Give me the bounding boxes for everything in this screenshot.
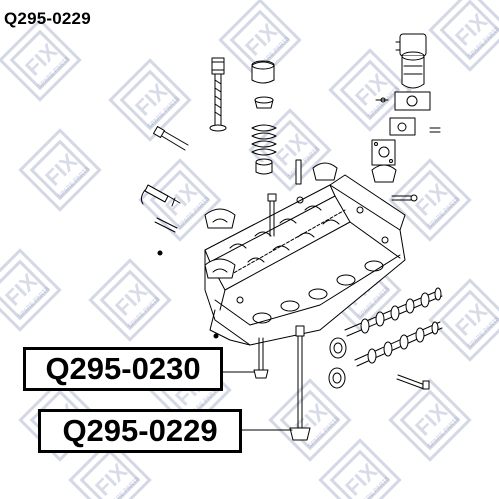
valve-spring-stack bbox=[251, 60, 277, 175]
small-bolt-left bbox=[153, 126, 189, 151]
valve-exhaust bbox=[221, 337, 269, 379]
stud-bolt bbox=[267, 193, 277, 237]
bearing-cap-right bbox=[312, 162, 397, 183]
page-title: Q295-0229 bbox=[4, 9, 91, 28]
flange-plate bbox=[371, 139, 396, 166]
valve-intake bbox=[231, 325, 311, 441]
camshaft-seal-upper bbox=[329, 337, 347, 359]
temperature-sensor bbox=[140, 184, 181, 233]
cylinder-head-block bbox=[204, 174, 406, 346]
bearing-cap-left bbox=[204, 208, 236, 229]
bearing-cap-left-2 bbox=[204, 258, 236, 279]
part-number-label-intake-valve: Q295-0229 bbox=[38, 409, 242, 453]
camshaft-upper bbox=[344, 287, 443, 337]
camshaft-seal-lower bbox=[328, 367, 346, 389]
side-bolt-right bbox=[391, 194, 418, 202]
head-bolt bbox=[209, 57, 227, 132]
dowel-pin bbox=[295, 159, 302, 185]
camshaft-lower bbox=[354, 321, 443, 367]
part-number-label-exhaust-valve: Q295-0230 bbox=[23, 347, 223, 391]
bolt-lower-right bbox=[396, 374, 430, 390]
egr-valve bbox=[375, 33, 441, 136]
